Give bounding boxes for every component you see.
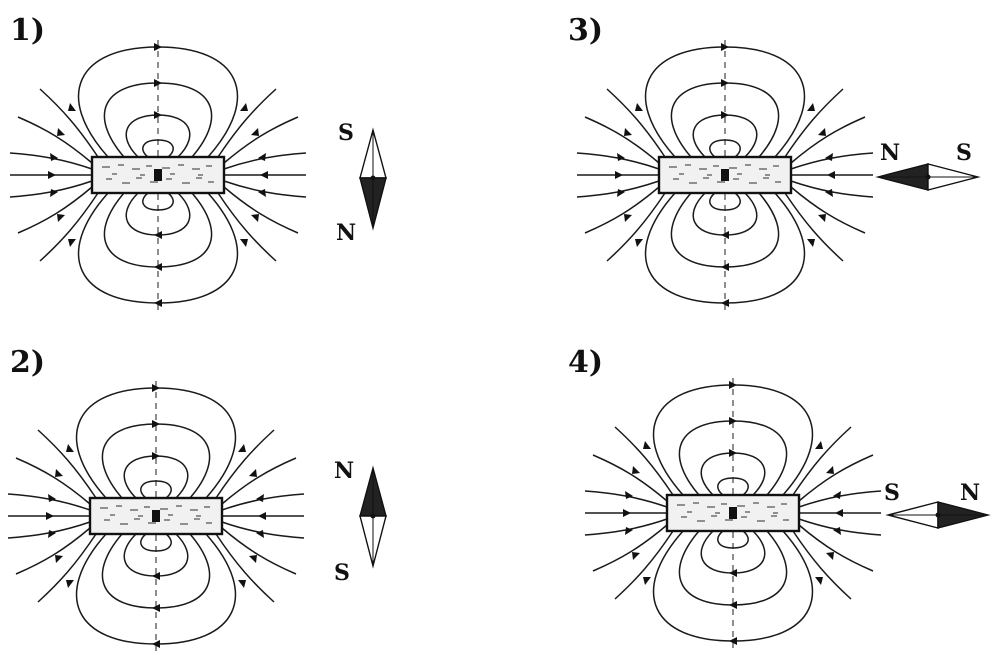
panel-label-3: 3) <box>568 13 603 48</box>
panel-1: 1) S N <box>8 13 387 312</box>
needle-first-label-2: N <box>334 458 354 484</box>
compass-needle-4: S N <box>884 480 991 529</box>
needle-second-label-4: N <box>960 480 980 506</box>
panel-2: 2) N S <box>6 345 387 653</box>
needle-second-label-3: S <box>956 140 972 166</box>
compass-needle-1: S N <box>336 120 387 246</box>
panel-label-2: 2) <box>10 345 45 380</box>
panel-3: 3) N S <box>568 13 981 312</box>
needle-second-label-1: N <box>336 220 356 246</box>
compass-needle-3: N S <box>875 140 981 191</box>
needle-second-label-2: S <box>334 560 350 586</box>
panel-label-4: 4) <box>568 345 603 380</box>
panel-label-1: 1) <box>10 13 45 48</box>
panel-4: 4) S N <box>568 345 991 650</box>
needle-first-label-4: S <box>884 480 900 506</box>
compass-needle-2: N S <box>334 458 387 586</box>
needle-first-label-3: N <box>880 140 900 166</box>
needle-first-label-1: S <box>338 120 354 146</box>
